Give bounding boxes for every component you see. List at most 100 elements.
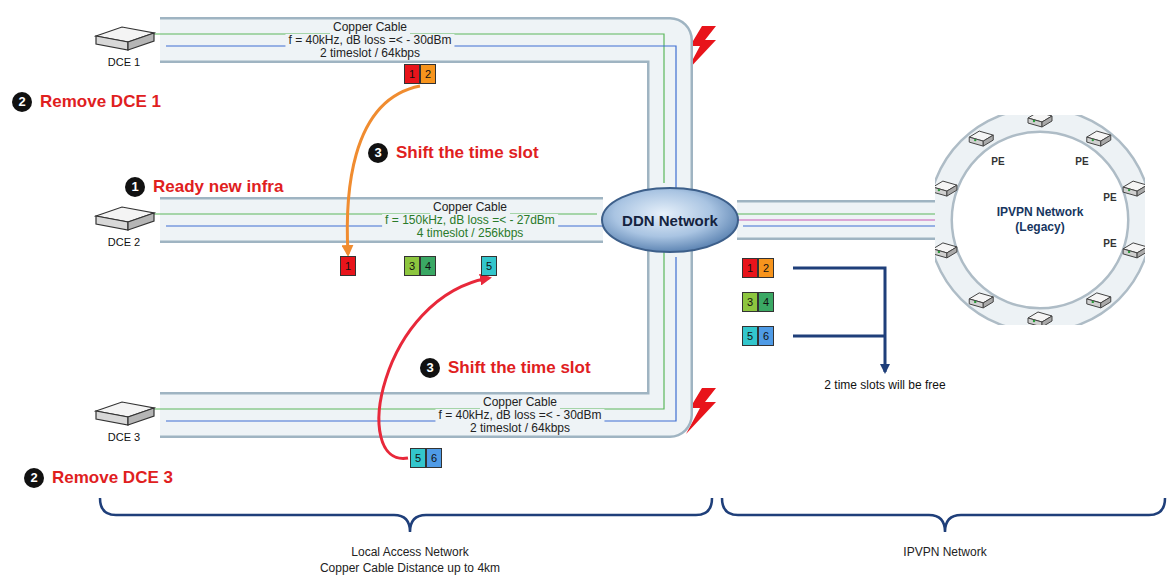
node-text: 5 [482, 257, 496, 275]
cable-wire [737, 219, 941, 220]
modem-icon [88, 202, 160, 234]
copper-cable [154, 214, 609, 226]
cable-spec: Copper Cable [330, 21, 410, 34]
router-front [1028, 318, 1042, 325]
cable-spec: Copper Cable [480, 396, 560, 409]
router-led [1128, 189, 1130, 191]
cable-wire [166, 257, 676, 421]
router-side [983, 297, 993, 308]
node-text: 6 [759, 327, 773, 345]
pe-router [935, 243, 957, 258]
router-side [983, 135, 993, 146]
callout-number: 3 [420, 358, 440, 378]
section-label: Copper Cable Distance up to 4km [320, 561, 500, 576]
pe-router [1028, 115, 1052, 127]
step-label: Shift the time slot [394, 143, 541, 163]
router-side [1137, 185, 1145, 196]
node-text: 2 [759, 259, 773, 277]
router-side [1137, 247, 1145, 258]
step-label: Remove DCE 3 [50, 468, 175, 488]
router-led [1128, 251, 1130, 253]
router-side [1101, 297, 1111, 308]
modem-side [128, 408, 154, 425]
node-text: 5 [743, 327, 757, 345]
router-led [1092, 301, 1094, 303]
node-text: 4 [759, 293, 773, 311]
copper-cable [731, 214, 947, 226]
router-front [969, 299, 983, 308]
time-slot: 5 [481, 256, 497, 276]
ddn-ellipse-shape [602, 188, 738, 252]
free-slot-bracket [793, 268, 885, 372]
time-slot: 3 [404, 256, 420, 276]
copper-cable [154, 245, 676, 421]
section-label: IPVPN Network [903, 545, 986, 560]
ring-tube-inner [940, 120, 1140, 320]
pe-label: PE [1102, 238, 1117, 250]
step-label: Ready new infra [151, 177, 285, 197]
modem-front [96, 411, 128, 425]
time-slot: 4 [758, 292, 774, 312]
cable-wire [154, 245, 664, 409]
arrow-line [347, 86, 420, 254]
node-text: IPVPN Network (Legacy) [988, 205, 1092, 235]
time-slot: 5 [742, 326, 758, 346]
dce-device: DCE 3 [88, 397, 160, 447]
node-text: 1 [405, 65, 419, 83]
router-front [935, 249, 947, 258]
modem-front [96, 216, 128, 230]
pe-router [969, 293, 993, 308]
router-front [1028, 118, 1042, 127]
router-led [1033, 320, 1035, 322]
cable-wire [731, 213, 935, 214]
router-led [974, 139, 976, 141]
router-front [969, 137, 983, 146]
cable-core [160, 40, 670, 189]
node-text: 3 [743, 293, 757, 311]
cable-core [737, 203, 941, 238]
cable-spec: f = 40kHz, dB loss =< - 30dBm [285, 34, 454, 47]
time-slot: 1 [404, 64, 420, 84]
router-side [1042, 316, 1052, 325]
pe-label: PE [990, 156, 1005, 168]
node-text: 3 [405, 257, 419, 275]
dce-device: DCE 2 [88, 202, 160, 252]
cable-spec: Copper Cable [430, 201, 510, 214]
router-side [947, 247, 957, 258]
node-text: DCE 3 [88, 431, 160, 443]
node-text: 4 [421, 257, 435, 275]
cable-sheath [160, 197, 603, 243]
pe-router [969, 131, 993, 146]
cable-wire [166, 46, 676, 195]
pe-router [1028, 312, 1052, 325]
router-front [935, 187, 947, 196]
callout-number: 1 [125, 177, 145, 197]
pe-label: PE [1074, 156, 1089, 168]
modem-icon [88, 397, 160, 429]
ddn-cloud: DDN Network [600, 186, 740, 254]
copper-cable [154, 34, 676, 195]
time-slot: 6 [426, 448, 442, 468]
router-front [1123, 187, 1137, 196]
node-text: 6 [427, 449, 441, 467]
pe-router [1087, 131, 1111, 146]
router-side [1101, 135, 1111, 146]
time-slot: 2 [758, 258, 774, 278]
router-side [947, 185, 957, 196]
cable-spec: 4 timeslot / 256kbps [414, 227, 527, 240]
free-slot-bracket [793, 335, 885, 338]
cable-sheath [737, 200, 941, 240]
section-brace [100, 498, 712, 532]
shift-arrow [347, 86, 420, 254]
section-brace [722, 498, 1165, 532]
node-text: DDN Network [622, 212, 718, 229]
modem-side [128, 213, 154, 230]
cable-wire [743, 225, 947, 226]
time-slot: 5 [410, 448, 426, 468]
node-text: DCE 2 [88, 236, 160, 248]
pe-router [1123, 243, 1145, 258]
modem-side [128, 33, 154, 50]
cable-spec: f = 150kHz, dB loss =< - 27dBm [382, 214, 558, 227]
